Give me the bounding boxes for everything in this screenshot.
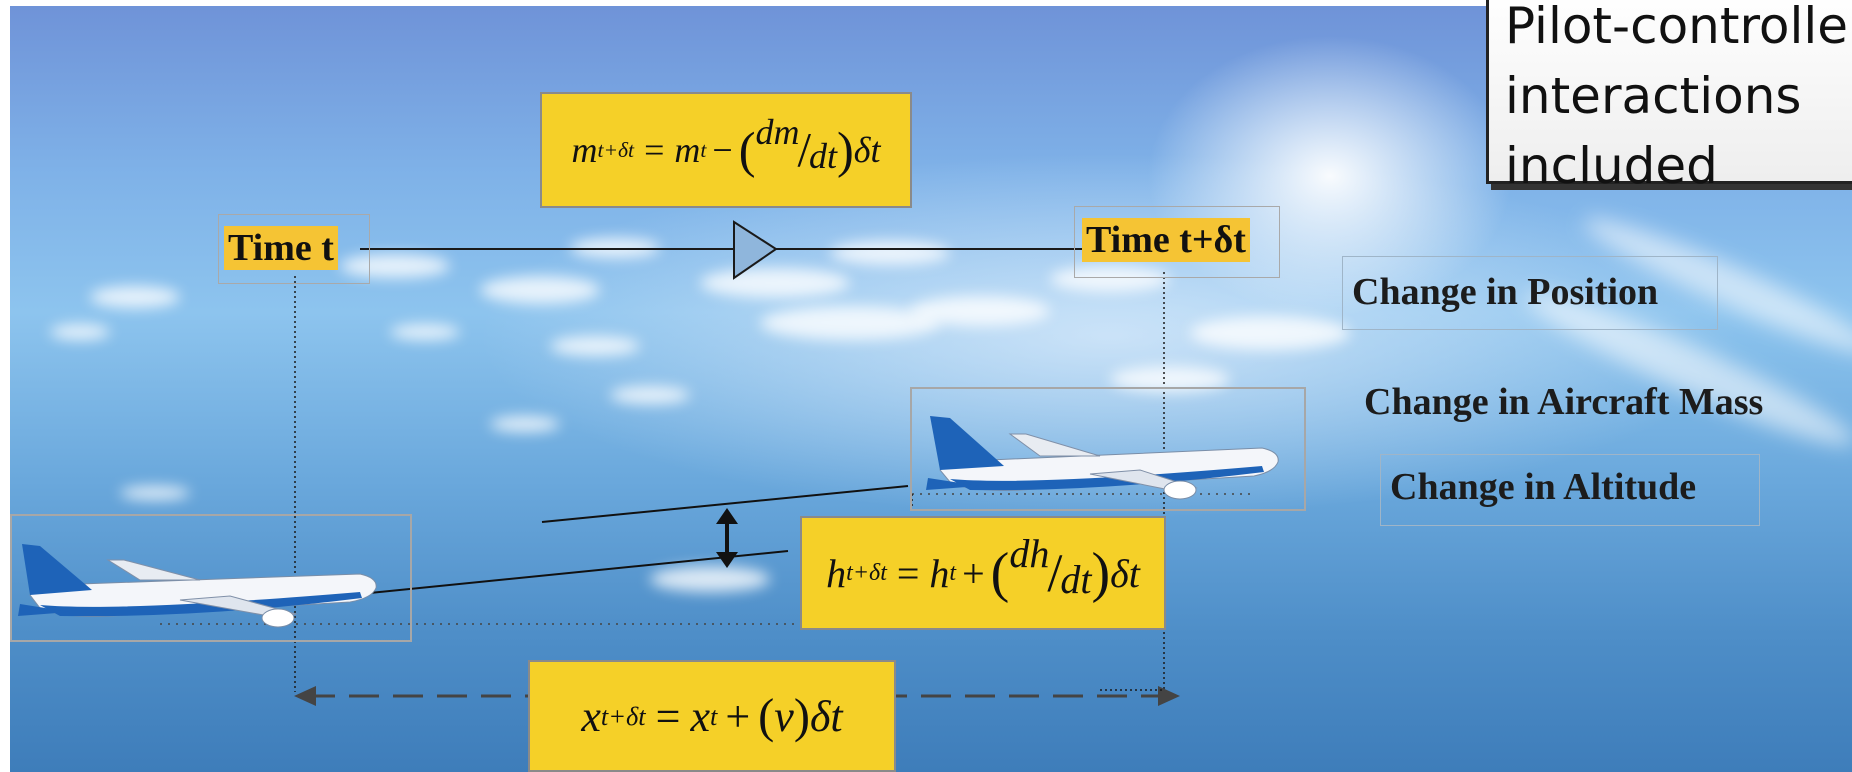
cloud — [340, 254, 450, 278]
airplane-right-icon — [926, 416, 1279, 500]
right-aircraft-frame — [910, 387, 1306, 511]
eq-paren-open: ( — [738, 122, 756, 178]
change-altitude-label: Change in Altitude — [1390, 466, 1697, 508]
callout-line-1: Pilot-controller — [1505, 0, 1852, 55]
eq-slash: / — [1047, 543, 1063, 603]
change-position-label: Change in Position — [1352, 271, 1659, 313]
cloud — [830, 241, 950, 265]
eq-numerator: dh — [1009, 531, 1050, 576]
eq-tail: δt — [1110, 550, 1140, 596]
eq-slash: / — [797, 123, 811, 177]
altitude-arrow-down-icon — [716, 552, 738, 568]
change-altitude-frame — [1380, 454, 1760, 526]
eq-sub: t+δt — [846, 559, 887, 586]
cloud — [650, 566, 770, 592]
cloud — [910, 296, 1050, 326]
eq-sub: t+δt — [597, 137, 635, 162]
eq-var: x — [581, 691, 601, 741]
pilot-controller-callout: Pilot-controller interactions included — [1486, 0, 1852, 195]
cloud — [610, 386, 690, 404]
eq-paren-close: ) — [837, 122, 854, 178]
callout-line-3: included — [1505, 137, 1718, 195]
eq-equals: = — [644, 130, 665, 170]
eq-operator: + — [962, 550, 985, 596]
airplane-left-icon — [18, 544, 377, 628]
cloud — [1190, 316, 1350, 350]
eq-var: h — [826, 550, 847, 596]
eq-tail: δt — [809, 691, 843, 741]
eq-fraction: dm/dt — [755, 112, 837, 178]
cloud — [90, 286, 180, 308]
eq-paren-open: ( — [758, 689, 775, 743]
cloud — [550, 336, 640, 356]
eq-numerator: dm — [755, 112, 800, 153]
cloud — [390, 324, 460, 340]
eq-var: h — [929, 550, 950, 596]
eq-denominator: dt — [808, 135, 837, 176]
eq-equals: = — [655, 691, 681, 741]
eq-paren-close: ) — [1091, 542, 1111, 604]
time-end-label: Time t+δt — [1082, 218, 1250, 262]
eq-sub: t — [710, 700, 718, 731]
cloud — [50, 324, 110, 340]
eq-paren-open: ( — [990, 542, 1010, 604]
timeline-arrow-icon — [733, 220, 778, 280]
change-position-frame — [1342, 256, 1718, 330]
cloud — [1050, 266, 1170, 292]
altitude-arrow-up-icon — [716, 508, 738, 524]
eq-paren-close: ) — [793, 689, 810, 743]
cloud — [700, 268, 850, 298]
cloud — [480, 276, 600, 304]
altitude-ref-line-low — [359, 550, 789, 595]
eq-sub: t — [949, 559, 957, 586]
time-end-frame — [1074, 206, 1280, 278]
eq-operator: + — [725, 691, 751, 741]
eq-equals: = — [896, 550, 920, 596]
callout-line-2: interactions — [1505, 67, 1802, 125]
left-arrowhead-icon — [294, 686, 316, 706]
eq-sub: t+δt — [600, 700, 646, 731]
eq-sub: t — [700, 137, 707, 162]
right-arrowhead-icon — [1158, 686, 1180, 706]
eq-var: m — [674, 130, 701, 170]
eq-operator: − — [712, 130, 733, 170]
eq-inner: v — [774, 691, 794, 741]
time-start-frame — [218, 214, 370, 284]
cloud — [490, 416, 560, 432]
left-aircraft-frame — [10, 514, 412, 642]
eq-var: x — [690, 691, 710, 741]
eq-tail: δt — [853, 130, 881, 170]
time-start-label: Time t — [224, 226, 338, 270]
change-mass-label: Change in Aircraft Mass — [1364, 381, 1764, 423]
eq-var: m — [571, 130, 598, 170]
altitude-ref-line-high — [541, 485, 909, 523]
eq-denominator: dt — [1060, 557, 1092, 602]
eq-fraction: dh/dt — [1009, 531, 1092, 604]
cloud — [120, 486, 190, 500]
